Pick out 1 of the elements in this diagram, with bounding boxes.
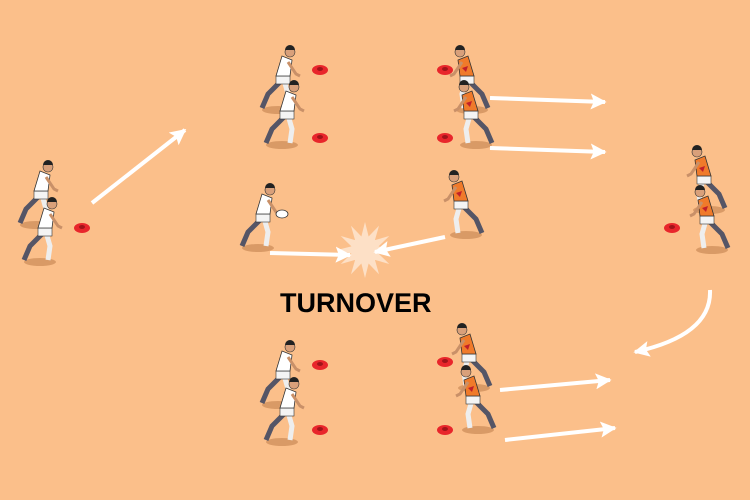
drill-caption: TURNOVER — [280, 288, 432, 319]
